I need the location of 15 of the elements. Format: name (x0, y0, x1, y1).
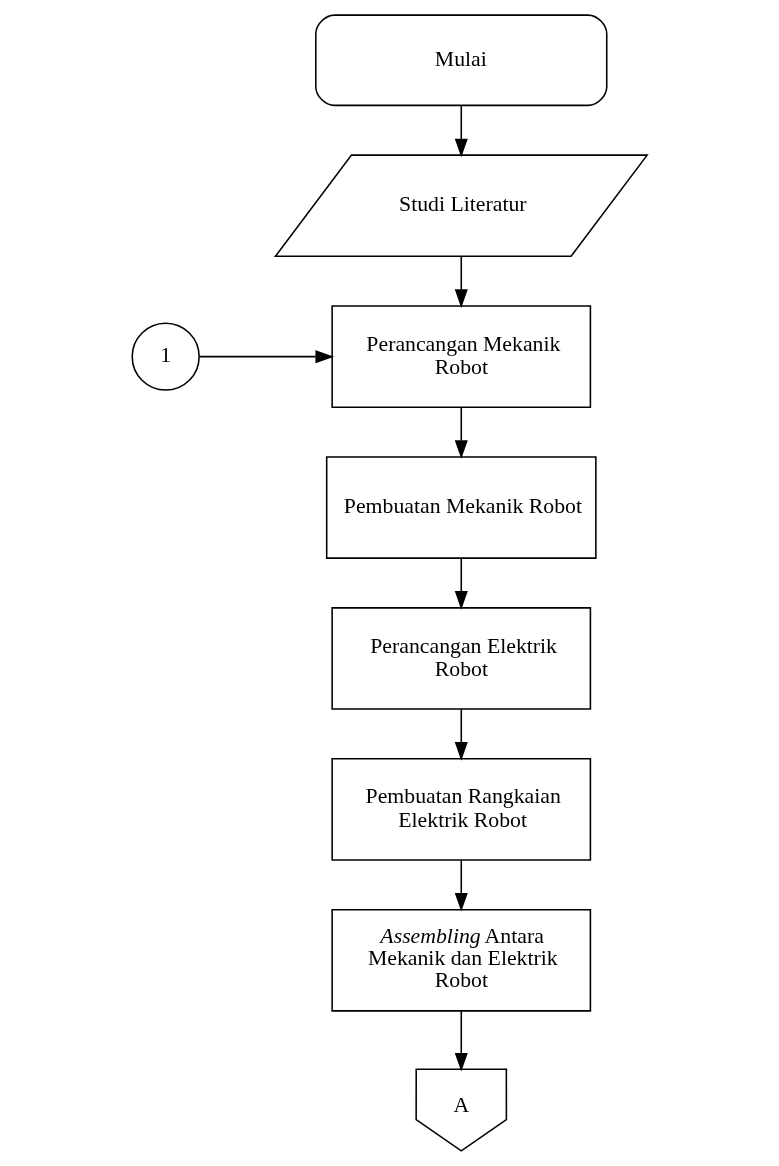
node-box: Perancangan Mekanik Robot (331, 305, 592, 408)
arrow (454, 255, 468, 308)
arrow (454, 406, 468, 459)
arrow (454, 859, 468, 912)
arrow (454, 708, 468, 761)
node-box: Mulai (315, 14, 608, 107)
arrow (454, 557, 468, 610)
node-circle: 1 (131, 322, 200, 391)
arrow (198, 350, 335, 364)
node-box: Perancangan Elektrik Robot (331, 607, 592, 710)
node-box: Pembuatan Rangkaian Elektrik Robot (331, 758, 592, 861)
arrow (454, 105, 468, 158)
arrow (454, 1010, 468, 1072)
node-box: Pembuatan Mekanik Robot (325, 456, 597, 559)
node-box: Assembling Antara Mekanik dan Elektrik Robot (331, 908, 592, 1012)
